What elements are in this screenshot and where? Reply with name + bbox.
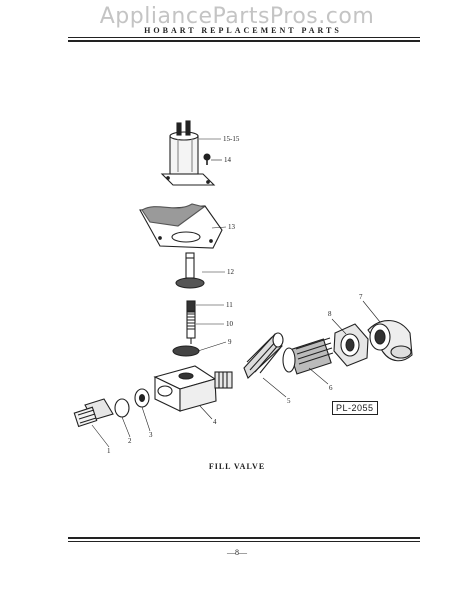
flow-washer-part (243, 332, 284, 379)
plate-id-label: PL-2055 (332, 401, 378, 415)
callout-2: 2 (128, 437, 132, 445)
callout-15-15: 15-15 (223, 135, 240, 143)
inlet-fitting-part (73, 398, 114, 428)
callout-6: 6 (329, 384, 333, 392)
solenoid-coil-part (160, 120, 216, 186)
callout-14: 14 (224, 156, 232, 164)
callout-8: 8 (328, 310, 332, 318)
callout-10: 10 (226, 320, 234, 328)
watermark: AppliancePartsPros.com (99, 4, 375, 29)
callout-4: 4 (213, 418, 217, 426)
diaphragm-part (172, 345, 200, 357)
callout-12: 12 (227, 268, 235, 276)
screw-part (203, 153, 211, 165)
callout-1: 1 (107, 447, 111, 455)
callout-9: 9 (228, 338, 232, 346)
footer-rule-bottom (68, 541, 420, 542)
callout-7: 7 (359, 293, 363, 301)
plunger-tube-part (175, 252, 205, 289)
plunger-spring-part (186, 300, 196, 344)
coupling-nut-part (333, 323, 369, 367)
elbow-fitting-part (367, 320, 413, 362)
header-rule-bottom (68, 40, 420, 42)
bracket-plate-part (139, 203, 223, 249)
callout-3: 3 (149, 431, 153, 439)
callout-11: 11 (226, 301, 233, 309)
strainer-screen-part (282, 337, 334, 375)
callout-5: 5 (287, 397, 291, 405)
page-header-title: HOBART REPLACEMENT PARTS (144, 26, 342, 35)
page-number: —8— (227, 548, 247, 557)
valve-body-part (153, 365, 233, 412)
header-rule-top (68, 37, 420, 38)
diagram-caption: FILL VALVE (208, 462, 266, 471)
footer-rule-top (68, 537, 420, 539)
o-ring-part (114, 398, 130, 418)
callout-13: 13 (228, 223, 236, 231)
